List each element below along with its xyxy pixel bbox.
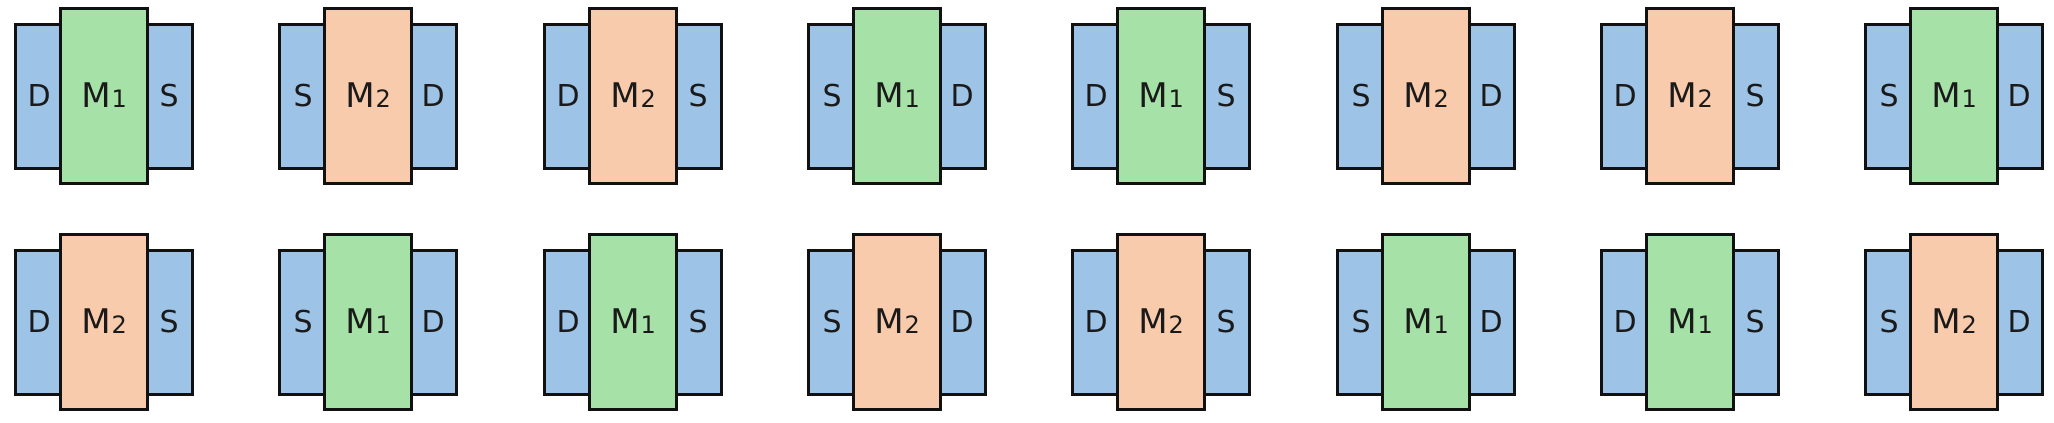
left-terminal: D: [1600, 249, 1650, 396]
gate-subscript: 1: [111, 85, 127, 113]
left-terminal: D: [1071, 249, 1121, 396]
gate-subscript: 1: [904, 85, 920, 113]
gate-label: M: [345, 302, 375, 342]
gate-subscript: 1: [1961, 85, 1977, 113]
left-terminal: D: [1600, 23, 1650, 170]
gate-label: M: [1138, 302, 1168, 342]
gate-label: M: [874, 302, 904, 342]
gate-subscript: 2: [1697, 85, 1713, 113]
gate-subscript: 2: [904, 311, 920, 339]
right-terminal: S: [1730, 249, 1780, 396]
gate-label: M: [81, 302, 111, 342]
left-terminal: S: [1864, 23, 1914, 170]
gate-label: M: [1931, 302, 1961, 342]
gate-label: M: [1667, 76, 1697, 116]
right-terminal: D: [408, 23, 458, 170]
gate-subscript: 1: [1168, 85, 1184, 113]
right-terminal: D: [1994, 23, 2044, 170]
left-terminal: S: [1864, 249, 1914, 396]
gate-subscript: 2: [111, 311, 127, 339]
gate-label: M: [610, 302, 640, 342]
left-terminal: S: [1336, 23, 1386, 170]
right-terminal: D: [1466, 249, 1516, 396]
left-terminal: D: [1071, 23, 1121, 170]
gate-subscript: 1: [375, 311, 391, 339]
left-terminal: D: [14, 249, 64, 396]
right-terminal: D: [937, 23, 987, 170]
gate-subscript: 1: [1433, 311, 1449, 339]
gate-subscript: 2: [375, 85, 391, 113]
gate-label: M: [610, 76, 640, 116]
gate-label: M: [1403, 302, 1433, 342]
left-terminal: S: [278, 249, 328, 396]
right-terminal: S: [144, 23, 194, 170]
gate-subscript: 2: [1168, 311, 1184, 339]
gate-label: M: [1403, 76, 1433, 116]
right-terminal: D: [1994, 249, 2044, 396]
gate-label: M: [874, 76, 904, 116]
gate-label: M: [1667, 302, 1697, 342]
left-terminal: D: [14, 23, 64, 170]
left-terminal: D: [543, 249, 593, 396]
right-terminal: D: [937, 249, 987, 396]
gate-label: M: [81, 76, 111, 116]
left-terminal: S: [807, 23, 857, 170]
right-terminal: S: [673, 23, 723, 170]
right-terminal: S: [673, 249, 723, 396]
right-terminal: S: [1730, 23, 1780, 170]
gate-label: M: [1931, 76, 1961, 116]
left-terminal: S: [278, 23, 328, 170]
right-terminal: D: [1466, 23, 1516, 170]
gate-subscript: 1: [640, 311, 656, 339]
left-terminal: S: [1336, 249, 1386, 396]
gate-subscript: 2: [1433, 85, 1449, 113]
gate-label: M: [345, 76, 375, 116]
gate-subscript: 2: [1961, 311, 1977, 339]
right-terminal: S: [144, 249, 194, 396]
left-terminal: S: [807, 249, 857, 396]
left-terminal: D: [543, 23, 593, 170]
gate-subscript: 2: [640, 85, 656, 113]
gate-label: M: [1138, 76, 1168, 116]
right-terminal: S: [1201, 249, 1251, 396]
gate-subscript: 1: [1697, 311, 1713, 339]
right-terminal: S: [1201, 23, 1251, 170]
right-terminal: D: [408, 249, 458, 396]
